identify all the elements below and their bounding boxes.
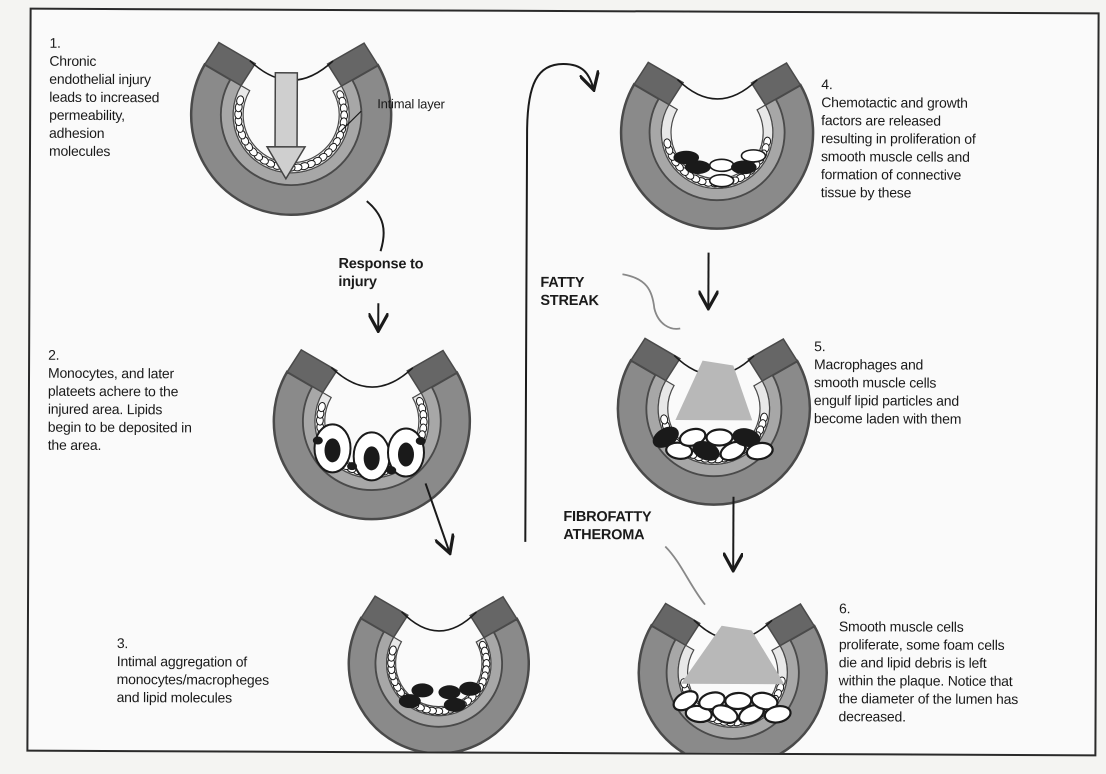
step-1-text: 1. Chronic endothelial injury leads to i… bbox=[49, 16, 160, 160]
vessel-6 bbox=[638, 603, 827, 754]
fatty-streak-label: FATTY STREAK bbox=[540, 274, 599, 310]
step-6-text: 6. Smooth muscle cells proliferate, some… bbox=[839, 581, 1019, 726]
step-2-body: Monocytes, and later plateets achere to … bbox=[48, 365, 192, 453]
step-2-text: 2. Monocytes, and later plateets achere … bbox=[48, 328, 192, 455]
step-5-number: 5. bbox=[814, 338, 825, 354]
step-3-text: 3. Intimal aggregation of monocytes/macr… bbox=[117, 616, 270, 707]
vessel-5 bbox=[617, 338, 810, 505]
vessel-2 bbox=[273, 350, 470, 520]
fibrofatty-atheroma-label: FIBROFATTY ATHEROMA bbox=[563, 508, 651, 544]
step-1-number: 1. bbox=[49, 35, 60, 51]
step-4-body: Chemotactic and growth factors are relea… bbox=[821, 94, 976, 200]
vessel-3 bbox=[348, 596, 529, 754]
step-3-body: Intimal aggregation of monocytes/macroph… bbox=[117, 653, 269, 706]
step-5-text: 5. Macrophages and smooth muscle cells e… bbox=[814, 319, 962, 428]
step-6-number: 6. bbox=[839, 600, 850, 616]
step-6-body: Smooth muscle cells proliferate, some fo… bbox=[839, 618, 1019, 724]
step-3-number: 3. bbox=[117, 635, 128, 651]
step-2-number: 2. bbox=[48, 347, 59, 363]
step-5-body: Macrophages and smooth muscle cells engu… bbox=[814, 356, 961, 427]
step-4-text: 4. Chemotactic and growth factors are re… bbox=[821, 57, 976, 202]
intimal-layer-label: Intimal layer bbox=[377, 95, 445, 113]
vessel-4 bbox=[621, 62, 814, 229]
response-to-injury-label: Response to injury bbox=[338, 255, 423, 291]
fibrofatty-pointer bbox=[665, 546, 705, 604]
step-1-body: Chronic endothelial injury leads to incr… bbox=[49, 53, 159, 159]
fatty-streak-pointer bbox=[622, 274, 680, 329]
step-4-number: 4. bbox=[821, 76, 832, 92]
diagram-frame: 1. Chronic endothelial injury leads to i… bbox=[26, 8, 1099, 757]
response-leader-line bbox=[367, 201, 384, 251]
